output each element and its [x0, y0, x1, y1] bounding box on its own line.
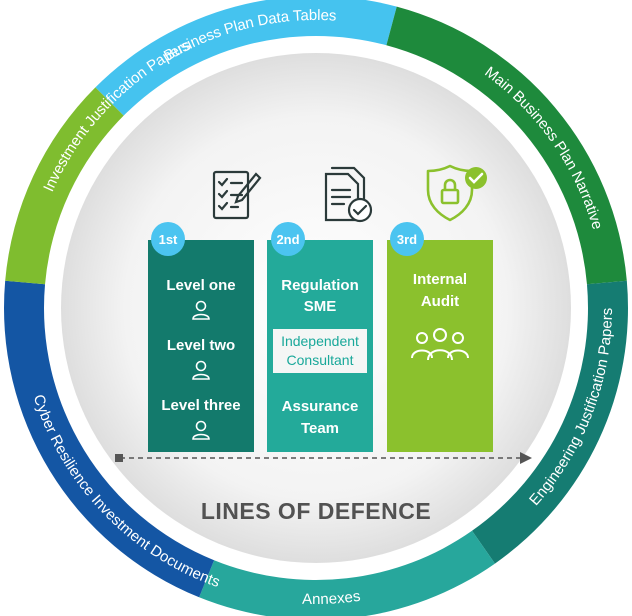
ring-segment-engineering-justification-papers: [472, 280, 628, 564]
shield-lock-check-icon: [426, 164, 487, 222]
person-icon: [192, 360, 210, 380]
consultant-label: Consultant: [286, 352, 354, 368]
badge-3rd: 3rd: [390, 222, 424, 256]
badge-2nd: 2nd: [271, 222, 305, 256]
checklist-pen-icon: [212, 170, 262, 220]
level-one-label: Level one: [166, 277, 236, 294]
level-two-label: Level two: [166, 337, 236, 354]
column-second-line: Regulation SME Independent Consultant As…: [267, 240, 373, 452]
person-icon: [192, 420, 210, 440]
person-icon: [192, 300, 210, 320]
ring-segment-business-plan-data-tables: [95, 0, 397, 116]
independent-label: Independent: [281, 333, 359, 349]
ring-label-annexes: Annexes: [302, 588, 362, 608]
regulation-label: Regulation: [281, 277, 359, 294]
ring-segment-annexes: [199, 530, 495, 616]
ring-segment-cyber-resilience-investment-documents: [3, 280, 215, 598]
timeline-arrow-head: [520, 452, 532, 464]
badge-1st: 1st: [151, 222, 185, 256]
column-first-line: Level one Level two Level three: [148, 240, 254, 452]
team-label: Team: [300, 420, 340, 437]
level-three-label: Level three: [161, 397, 241, 414]
column-third-line: Internal Audit: [387, 240, 493, 452]
documents-check-icon: [324, 166, 373, 223]
assurance-label: Assurance: [281, 398, 359, 415]
independent-consultant-box: Independent Consultant: [273, 329, 367, 373]
audit-label: Audit: [420, 293, 460, 310]
timeline-start-marker: [115, 454, 123, 462]
ring-segment-investment-justification-papers: [5, 87, 124, 285]
ring-segment-main-business-plan-narrative: [386, 6, 627, 285]
internal-label: Internal: [412, 271, 468, 288]
people-group-icon: [411, 328, 469, 361]
lines-of-defence-title: LINES OF DEFENCE: [200, 498, 432, 524]
sme-label: SME: [303, 298, 337, 315]
